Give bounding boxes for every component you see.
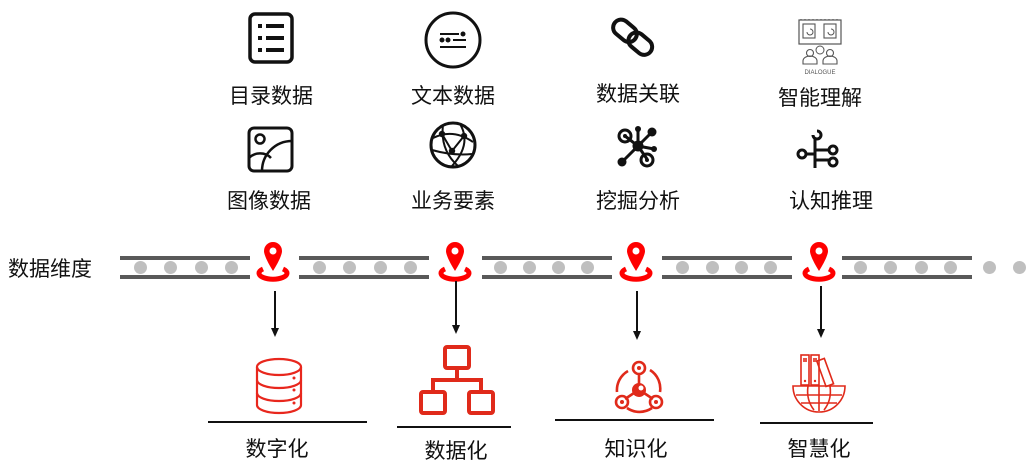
stage-baseline xyxy=(397,426,511,428)
track-dot xyxy=(374,261,387,274)
track-line xyxy=(662,256,792,260)
arrow-head-icon xyxy=(271,328,279,337)
list-document-icon xyxy=(248,12,294,64)
location-pin-icon xyxy=(254,240,292,284)
track-dot xyxy=(676,261,689,274)
track-dot xyxy=(313,261,326,274)
top-item-label: 挖掘分析 xyxy=(596,189,680,213)
track-dot xyxy=(764,261,777,274)
track-dot xyxy=(164,261,177,274)
chain-link-icon xyxy=(607,16,657,61)
stage-label: 知识化 xyxy=(604,437,668,461)
arrow-head-icon xyxy=(452,325,460,334)
track-dot xyxy=(134,261,147,274)
location-pin-icon xyxy=(436,240,474,284)
globe-network-icon xyxy=(428,120,478,170)
stage-baseline xyxy=(760,422,873,424)
books-globe-icon xyxy=(790,352,848,414)
track-dot xyxy=(581,261,594,274)
track-line xyxy=(482,256,612,260)
track-dot xyxy=(195,261,208,274)
track-dot xyxy=(404,261,417,274)
top-item-label: 数据关联 xyxy=(596,82,680,106)
stage-baseline xyxy=(555,419,714,421)
branch-icon xyxy=(795,128,843,172)
arrow-head-icon xyxy=(817,329,825,338)
track-line xyxy=(299,256,429,260)
down-arrow xyxy=(274,291,276,329)
top-item-label: 智能理解 xyxy=(778,86,862,110)
track-line xyxy=(842,256,972,260)
image-icon xyxy=(247,126,294,173)
track-line xyxy=(842,275,972,279)
hierarchy-icon xyxy=(418,344,496,416)
track-line xyxy=(662,275,792,279)
text-circle-icon xyxy=(423,10,483,70)
track-dot xyxy=(1013,261,1026,274)
track-dot xyxy=(343,261,356,274)
location-pin-icon xyxy=(800,240,838,284)
stage-label: 智慧化 xyxy=(787,437,851,461)
track-dot xyxy=(944,261,957,274)
track-dot xyxy=(915,261,928,274)
track-line xyxy=(120,275,250,279)
arrow-head-icon xyxy=(633,331,641,340)
top-item-label: 业务要素 xyxy=(411,189,495,213)
stage-label: 数据化 xyxy=(424,439,488,463)
stage-label: 数字化 xyxy=(245,437,309,461)
dialogue-icon: DIALOGUE xyxy=(795,18,845,78)
track-dot xyxy=(552,261,565,274)
track-dot xyxy=(523,261,536,274)
down-arrow xyxy=(820,286,822,329)
track-dot xyxy=(735,261,748,274)
top-item-label: 目录数据 xyxy=(229,84,313,108)
dimension-label: 数据维度 xyxy=(8,257,92,281)
top-item-label: 认知推理 xyxy=(789,189,873,213)
track-line xyxy=(299,275,429,279)
track-dot xyxy=(983,261,996,274)
track-dot xyxy=(706,261,719,274)
track-line xyxy=(482,275,612,279)
stage-baseline xyxy=(208,421,367,423)
track-dot xyxy=(884,261,897,274)
dialogue-icon-text: DIALOGUE xyxy=(804,70,835,76)
track-dot xyxy=(854,261,867,274)
track-dot xyxy=(225,261,238,274)
down-arrow xyxy=(636,291,638,331)
database-icon xyxy=(254,357,304,415)
down-arrow xyxy=(455,281,457,325)
knowledge-network-icon xyxy=(612,358,666,414)
top-item-label: 图像数据 xyxy=(227,189,311,213)
track-dot xyxy=(494,261,507,274)
molecule-network-icon xyxy=(614,124,662,170)
location-pin-icon xyxy=(617,240,655,284)
track-line xyxy=(120,256,250,260)
top-item-label: 文本数据 xyxy=(411,84,495,108)
